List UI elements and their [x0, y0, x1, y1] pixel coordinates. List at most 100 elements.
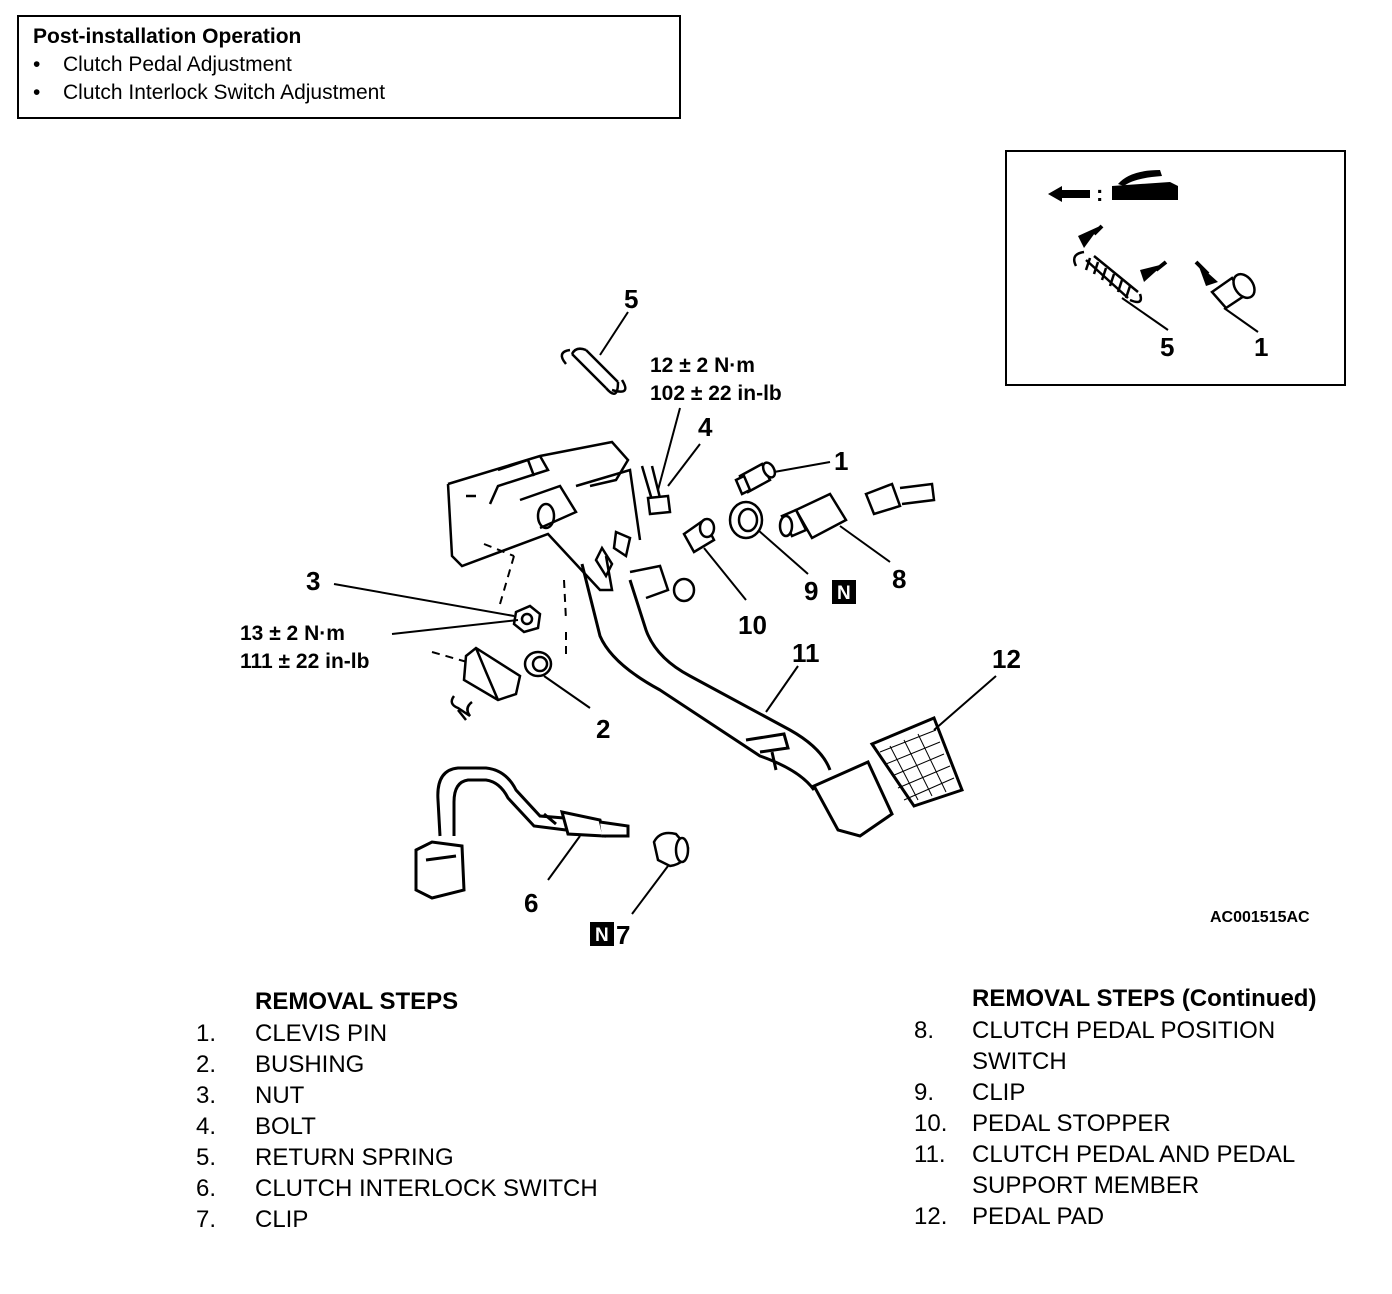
leader-line: [703, 547, 747, 601]
callout-3: 3: [306, 566, 320, 596]
step-text: PEDAL STOPPER: [972, 1110, 1171, 1137]
return-spring-part: [560, 347, 627, 395]
torque-bolt-imperial: 102 ± 22 in-lb: [650, 382, 782, 405]
inset-clevis-pin-icon: [1210, 272, 1256, 310]
removal-step: 2. BUSHING: [196, 1049, 675, 1080]
callout-6: 6: [524, 888, 538, 918]
new-part-mark: N: [837, 583, 851, 604]
step-text: CLUTCH PEDAL AND PEDAL: [972, 1141, 1296, 1168]
bushing-part: [523, 650, 553, 678]
step-number: 9.: [914, 1079, 935, 1106]
removal-step: 9. CLIP: [914, 1077, 1332, 1108]
inset-leader-line: [1223, 307, 1259, 333]
step-text: PEDAL PAD: [972, 1203, 1105, 1230]
bullet-icon: •: [33, 81, 41, 104]
clip-part: [728, 500, 764, 540]
leader-line: [839, 525, 891, 563]
removal-step: 4. BOLT: [196, 1111, 675, 1142]
step-text: RETURN SPRING: [255, 1144, 454, 1171]
leader-line: [599, 311, 629, 356]
grease-gun-icon: [1112, 170, 1178, 200]
removal-step: 3. NUT: [196, 1080, 675, 1111]
clevis-bracket-part: [450, 646, 522, 721]
removal-step-continuation: SWITCH: [914, 1046, 1332, 1077]
callout-8: 8: [892, 564, 906, 594]
step-number: 11.: [914, 1141, 946, 1168]
clutch-pedal-exploded-diagram: :: [240, 150, 1346, 950]
callout-5: 5: [624, 284, 638, 314]
inset-frame: [1005, 150, 1346, 386]
step-text: CLUTCH PEDAL POSITION: [972, 1017, 1276, 1044]
callout-12: 12: [992, 644, 1021, 674]
step-number: 10.: [914, 1110, 948, 1137]
step-text: BUSHING: [255, 1051, 365, 1078]
removal-steps-left: REMOVAL STEPS 1. CLEVIS PIN 2. BUSHING 3…: [196, 986, 675, 1235]
new-part-badge: N: [590, 922, 614, 946]
step-text: CLIP: [972, 1079, 1026, 1106]
removal-steps-title: REMOVAL STEPS (Continued): [972, 985, 1317, 1012]
callout-4: 4: [698, 412, 713, 442]
callout-7: 7: [616, 920, 630, 950]
leader-line: [333, 583, 515, 617]
post-installation-list: • Clutch Pedal Adjustment • Clutch Inter…: [33, 51, 665, 107]
step-text: CLUTCH INTERLOCK SWITCH: [255, 1175, 598, 1202]
callout-2: 2: [596, 714, 610, 744]
callout-9: 9: [804, 576, 818, 606]
interlock-clip-part: [652, 831, 690, 868]
torque-bolt-metric: 12 ± 2 N·m: [650, 354, 755, 377]
step-text: SWITCH: [972, 1048, 1067, 1075]
callout-10: 10: [738, 610, 767, 640]
new-part-badge: N: [832, 580, 856, 604]
clutch-interlock-switch-part: [414, 766, 630, 900]
removal-step: 5. RETURN SPRING: [196, 1142, 675, 1173]
clevis-pin-part: [734, 461, 777, 496]
removal-step: 1. CLEVIS PIN: [196, 1018, 675, 1049]
step-number: 3.: [196, 1082, 217, 1109]
pedal-pad-part: [869, 716, 964, 808]
step-number: 12.: [914, 1203, 948, 1230]
post-installation-item-text: Clutch Interlock Switch Adjustment: [63, 81, 386, 104]
removal-step: 11. CLUTCH PEDAL AND PEDAL: [914, 1139, 1332, 1170]
removal-step: 6. CLUTCH INTERLOCK SWITCH: [196, 1173, 675, 1204]
leader-line: [933, 675, 997, 731]
clutch-pedal-position-switch-part: [778, 482, 936, 540]
leader-line: [547, 835, 581, 881]
grease-arrow-icon: [1048, 186, 1090, 202]
grease-arrow-icon: [1078, 224, 1218, 286]
callout-1: 1: [834, 446, 848, 476]
pedal-support-bracket: [446, 440, 696, 603]
legend-separator: :: [1096, 181, 1103, 206]
step-text: SUPPORT MEMBER: [972, 1172, 1200, 1199]
leader-line: [543, 675, 591, 709]
figure-code: AC001515AC: [1210, 909, 1310, 926]
callout-11: 11: [792, 638, 820, 668]
removal-step: 10. PEDAL STOPPER: [914, 1108, 1332, 1139]
pedal-stopper-part: [682, 517, 716, 554]
step-text: NUT: [255, 1082, 305, 1109]
nut-part: [512, 604, 542, 634]
removal-step-continuation: SUPPORT MEMBER: [914, 1170, 1332, 1201]
post-installation-box: Post-installation Operation • Clutch Ped…: [17, 15, 681, 119]
new-part-mark: N: [595, 925, 609, 946]
step-text: BOLT: [255, 1113, 316, 1140]
removal-steps-right: REMOVAL STEPS (Continued) 8. CLUTCH PEDA…: [914, 983, 1332, 1232]
leader-line: [757, 529, 809, 575]
post-installation-item: • Clutch Pedal Adjustment: [33, 51, 665, 79]
post-installation-item-text: Clutch Pedal Adjustment: [63, 53, 292, 76]
inset-callout-1: 1: [1254, 332, 1268, 362]
leader-line: [667, 443, 701, 487]
step-number: 5.: [196, 1144, 217, 1171]
leader-line: [765, 665, 799, 713]
step-number: 4.: [196, 1113, 217, 1140]
bolt-part: [640, 465, 672, 516]
post-installation-title: Post-installation Operation: [33, 25, 302, 48]
removal-steps-title: REMOVAL STEPS: [255, 988, 459, 1015]
step-number: 8.: [914, 1017, 935, 1044]
leader-line: [657, 407, 681, 491]
step-number: 2.: [196, 1051, 217, 1078]
torque-nut-metric: 13 ± 2 N·m: [240, 622, 345, 645]
post-installation-item: • Clutch Interlock Switch Adjustment: [33, 79, 665, 107]
leader-line: [391, 619, 519, 635]
removal-step: 7. CLIP: [196, 1204, 675, 1235]
torque-nut-imperial: 111 ± 22 in-lb: [240, 650, 369, 673]
